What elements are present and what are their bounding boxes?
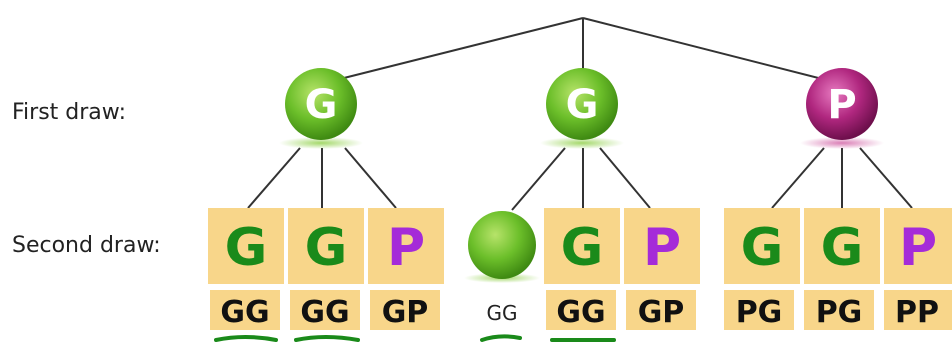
card-1 (208, 208, 284, 284)
outcome-highlight-1 (210, 290, 280, 330)
underline-2 (294, 335, 360, 342)
card-6 (624, 208, 700, 284)
first-draw-letter: P (827, 82, 856, 128)
branch-3-3 (859, 147, 913, 209)
second-draw-letter: P (643, 218, 681, 278)
outcome-highlight-9 (884, 290, 952, 330)
second-draw-letter: P (899, 218, 937, 278)
outcome-text: GG (487, 301, 518, 325)
outcome-text: PG (736, 295, 783, 330)
branch-1-1 (247, 147, 301, 209)
tree-branches (247, 17, 913, 211)
outcome-labels: GG GG GP GG GG GP PG PG PP (210, 290, 952, 330)
card-9 (884, 208, 952, 284)
card-2 (288, 208, 364, 284)
gg-underlines (214, 334, 616, 342)
first-draw-letter: G (305, 82, 338, 128)
second-draw-letter: G (741, 218, 784, 278)
second-draw-label: Second draw: (12, 233, 161, 258)
first-draw-ball-2: G (540, 68, 624, 149)
first-draw-ball-3: P (800, 68, 884, 149)
outcome-text: PG (816, 295, 863, 330)
branch-1-3 (344, 147, 397, 209)
underline-4 (480, 334, 522, 342)
outcome-text: GG (220, 295, 269, 330)
branch-2-3 (599, 147, 651, 209)
second-draw-letter: G (305, 218, 348, 278)
second-draw-letters: G G P G P G G P (225, 218, 937, 278)
outcome-text: GP (382, 295, 429, 330)
outcome-highlight-3 (370, 290, 440, 330)
second-draw-letter: G (821, 218, 864, 278)
card-5 (544, 208, 620, 284)
second-draw-ball (464, 211, 540, 283)
outcome-highlight-6 (626, 290, 696, 330)
second-draw-letter: P (387, 218, 425, 278)
second-draw-letter: G (561, 218, 604, 278)
first-draw-label: First draw: (12, 100, 126, 125)
card-7 (724, 208, 800, 284)
outcome-text: GG (300, 295, 349, 330)
card-3 (368, 208, 444, 284)
outcome-text: GP (638, 295, 685, 330)
branch-3-1 (771, 147, 825, 209)
first-draw-ball-1: G (279, 68, 363, 149)
outcome-highlight-2 (290, 290, 360, 330)
outcome-highlight-5 (546, 290, 616, 330)
card-8 (804, 208, 880, 284)
first-draw-letter: G (566, 82, 599, 128)
branch-2-1 (511, 147, 566, 211)
second-draw-letter: G (225, 218, 268, 278)
underline-1 (214, 335, 278, 342)
outcome-highlight-7 (724, 290, 794, 330)
branch-root-1 (319, 17, 584, 85)
outcome-text: GG (556, 295, 605, 330)
second-draw-cards (208, 208, 952, 284)
branch-root-3 (582, 17, 843, 85)
outcome-highlight-8 (804, 290, 874, 330)
outcome-text: PP (895, 295, 939, 330)
